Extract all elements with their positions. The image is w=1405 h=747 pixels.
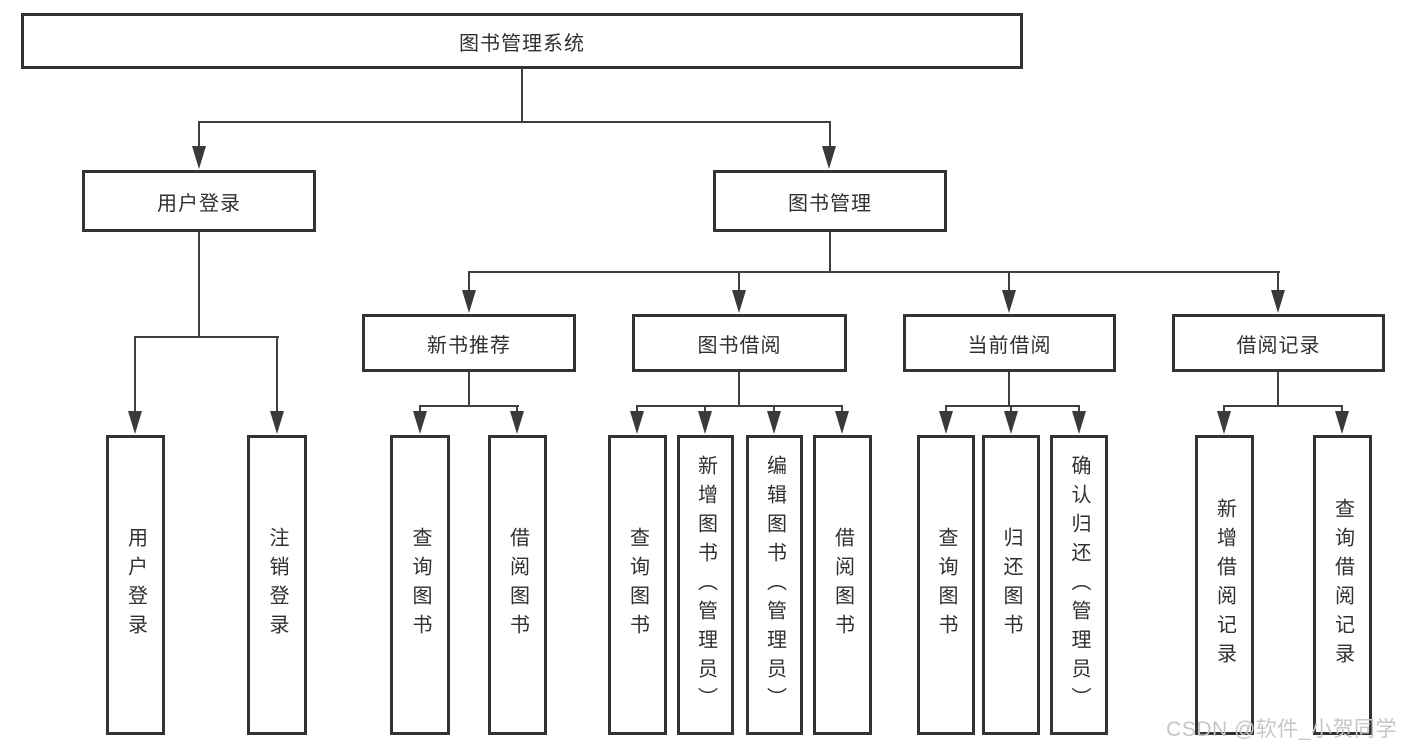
arrow-down-icon [192, 146, 206, 169]
connector-crossbar [636, 405, 843, 407]
leaf-user-login: 用户登录 [106, 435, 165, 735]
connector-stem [1277, 372, 1279, 406]
arrow-down-icon [510, 411, 524, 434]
leaf-return-book: 归还图书 [982, 435, 1040, 735]
leaf-add-book-admin: 新增图书（管理员） [677, 435, 734, 735]
csdn-watermark: CSDN @软件_小贺同学 [1166, 718, 1397, 741]
arrow-down-icon [1271, 290, 1285, 313]
arrow-down-icon [767, 411, 781, 434]
connector-drop-leaf [419, 405, 421, 413]
connector-drop-leaf [773, 405, 775, 413]
arrow-down-icon [822, 146, 836, 169]
arrow-down-icon [462, 290, 476, 313]
connector-drop-leaf [1078, 405, 1080, 413]
connector-drop-leaf [1010, 405, 1012, 413]
arrow-down-icon [1335, 411, 1349, 434]
connector-stem [468, 372, 470, 406]
node-new-book-recommend: 新书推荐 [362, 314, 576, 372]
connector-drop-leaf [945, 405, 947, 413]
arrow-down-icon [698, 411, 712, 434]
node-current-borrow: 当前借阅 [903, 314, 1116, 372]
arrow-down-icon [1217, 411, 1231, 434]
leaf-logout: 注销登录 [247, 435, 307, 735]
node-borrow-records: 借阅记录 [1172, 314, 1385, 372]
arrow-down-icon [413, 411, 427, 434]
connector-crossbar [419, 405, 519, 407]
leaf-edit-book-admin: 编辑图书（管理员） [746, 435, 803, 735]
arrow-down-icon [128, 411, 142, 434]
connector-drop-leaf [276, 336, 278, 412]
arrow-down-icon [1004, 411, 1018, 434]
connector-drop-leaf [1223, 405, 1225, 413]
connector-user-login-crossbar [134, 336, 279, 338]
connector-root-crossbar [198, 121, 831, 123]
connector-drop-user-login [198, 121, 200, 149]
connector-drop-leaf [841, 405, 843, 413]
connector-drop-leaf [1341, 405, 1343, 413]
connector-crossbar [945, 405, 1080, 407]
connector-user-login-stem [198, 232, 200, 337]
arrow-down-icon [270, 411, 284, 434]
arrow-down-icon [939, 411, 953, 434]
leaf-confirm-return-admin: 确认归还（管理员） [1050, 435, 1108, 735]
arrow-down-icon [835, 411, 849, 434]
connector-crossbar [1223, 405, 1343, 407]
node-book-borrow: 图书借阅 [632, 314, 847, 372]
leaf-query-books-rec: 查询图书 [390, 435, 450, 735]
leaf-add-borrow-record: 新增借阅记录 [1195, 435, 1254, 735]
connector-stem [738, 372, 740, 406]
connector-drop-leaf [134, 336, 136, 412]
arrow-down-icon [1002, 290, 1016, 313]
connector-book-mgmt-crossbar [468, 271, 1280, 273]
connector-book-mgmt-stem [829, 232, 831, 273]
leaf-borrow-books: 借阅图书 [813, 435, 872, 735]
connector-drop-current-borrow [1008, 271, 1010, 291]
node-book-management: 图书管理 [713, 170, 947, 232]
connector-drop-leaf [636, 405, 638, 413]
arrow-down-icon [1072, 411, 1086, 434]
leaf-borrow-books-rec: 借阅图书 [488, 435, 547, 735]
connector-drop-book-mgmt [829, 121, 831, 149]
connector-drop-borrow-records [1277, 271, 1279, 291]
leaf-query-books-borrow: 查询图书 [608, 435, 667, 735]
node-library-system: 图书管理系统 [21, 13, 1023, 69]
connector-drop-new-book-rec [468, 271, 470, 291]
connector-drop-book-borrow [738, 271, 740, 291]
connector-root-stem [521, 68, 523, 122]
connector-stem [1008, 372, 1010, 406]
arrow-down-icon [630, 411, 644, 434]
leaf-query-books-current: 查询图书 [917, 435, 975, 735]
connector-drop-leaf [516, 405, 518, 413]
leaf-query-borrow-record: 查询借阅记录 [1313, 435, 1372, 735]
connector-drop-leaf [704, 405, 706, 413]
arrow-down-icon [732, 290, 746, 313]
node-user-login: 用户登录 [82, 170, 316, 232]
